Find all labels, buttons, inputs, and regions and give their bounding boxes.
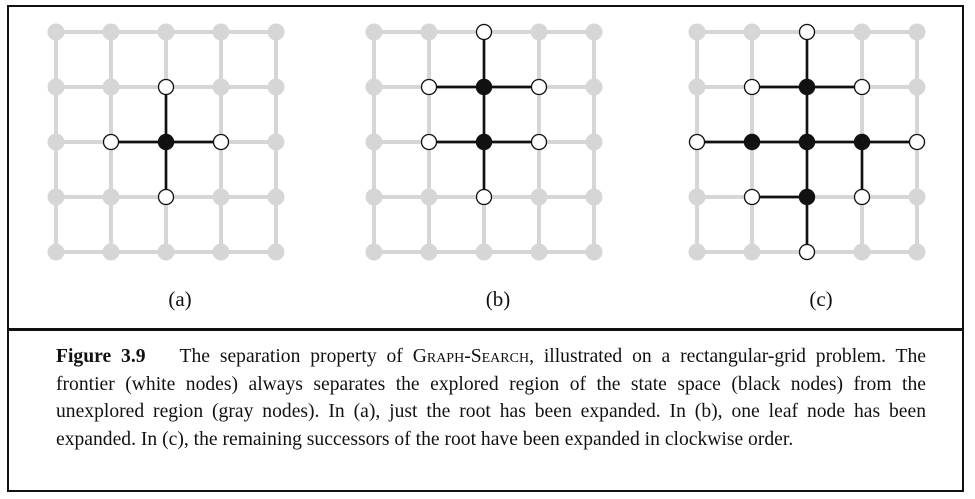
frontier-node xyxy=(853,188,871,206)
caption-divider xyxy=(9,328,962,331)
unexplored-node xyxy=(267,133,285,151)
frontier-node xyxy=(743,188,761,206)
unexplored-node xyxy=(365,78,383,96)
unexplored-node xyxy=(908,188,926,206)
unexplored-node xyxy=(853,243,871,261)
unexplored-node xyxy=(420,188,438,206)
frontier-node xyxy=(908,133,926,151)
unexplored-node xyxy=(475,243,493,261)
frontier-node xyxy=(798,23,816,41)
frontier-node xyxy=(530,78,548,96)
unexplored-node xyxy=(530,188,548,206)
panel-label-c: (c) xyxy=(809,287,833,311)
unexplored-node xyxy=(688,78,706,96)
frontier-node xyxy=(157,78,175,96)
unexplored-node xyxy=(267,23,285,41)
unexplored-node xyxy=(585,78,603,96)
unexplored-node xyxy=(585,243,603,261)
explored-node xyxy=(475,133,493,151)
frontier-node xyxy=(212,133,230,151)
unexplored-node xyxy=(47,243,65,261)
unexplored-node xyxy=(365,243,383,261)
frontier-node xyxy=(853,78,871,96)
unexplored-node xyxy=(365,23,383,41)
unexplored-node xyxy=(585,133,603,151)
figure-frame: (a) (b) (c) Figure 3.9 The separation pro… xyxy=(7,5,964,492)
unexplored-node xyxy=(365,188,383,206)
caption-text-after: , illustrated on a rectangular-grid prob… xyxy=(56,346,926,450)
unexplored-node xyxy=(585,23,603,41)
unexplored-node xyxy=(688,23,706,41)
unexplored-node xyxy=(530,23,548,41)
unexplored-node xyxy=(908,23,926,41)
unexplored-node xyxy=(102,243,120,261)
unexplored-node xyxy=(267,78,285,96)
explored-node xyxy=(853,133,871,151)
explored-node xyxy=(798,78,816,96)
unexplored-node xyxy=(47,133,65,151)
frontier-node xyxy=(420,133,438,151)
unexplored-node xyxy=(688,243,706,261)
unexplored-node xyxy=(157,23,175,41)
unexplored-node xyxy=(102,78,120,96)
panel-label-a: (a) xyxy=(168,287,192,311)
unexplored-node xyxy=(420,243,438,261)
frontier-node xyxy=(743,78,761,96)
unexplored-node xyxy=(212,78,230,96)
unexplored-node xyxy=(157,243,175,261)
caption-text-before: The separation property of xyxy=(179,346,413,367)
frontier-node xyxy=(475,188,493,206)
frontier-node xyxy=(530,133,548,151)
explored-node xyxy=(798,188,816,206)
explored-node xyxy=(798,133,816,151)
grid-panel-c xyxy=(688,23,926,261)
figure-caption: Figure 3.9 The separation property of Gra… xyxy=(56,343,926,453)
explored-node xyxy=(743,133,761,151)
explored-node xyxy=(475,78,493,96)
unexplored-node xyxy=(365,133,383,151)
unexplored-node xyxy=(212,188,230,206)
unexplored-node xyxy=(102,188,120,206)
unexplored-node xyxy=(853,23,871,41)
figure-number: Figure 3.9 xyxy=(56,346,146,367)
unexplored-node xyxy=(908,78,926,96)
unexplored-node xyxy=(47,78,65,96)
unexplored-node xyxy=(743,243,761,261)
frontier-node xyxy=(798,243,816,261)
unexplored-node xyxy=(420,23,438,41)
unexplored-node xyxy=(47,23,65,41)
grid-panel-a xyxy=(47,23,285,261)
frontier-node xyxy=(102,133,120,151)
figure-panels: (a) (b) (c) xyxy=(9,7,962,329)
unexplored-node xyxy=(743,23,761,41)
unexplored-node xyxy=(585,188,603,206)
frontier-node xyxy=(475,23,493,41)
frontier-node xyxy=(157,188,175,206)
unexplored-node xyxy=(688,188,706,206)
panel-label-b: (b) xyxy=(485,287,511,311)
unexplored-node xyxy=(212,23,230,41)
frontier-node xyxy=(688,133,706,151)
unexplored-node xyxy=(267,243,285,261)
unexplored-node xyxy=(267,188,285,206)
unexplored-node xyxy=(102,23,120,41)
grid-panel-b xyxy=(365,23,603,261)
frontier-node xyxy=(420,78,438,96)
unexplored-node xyxy=(47,188,65,206)
explored-node xyxy=(157,133,175,151)
algorithm-name: Graph-Search xyxy=(412,346,530,367)
unexplored-node xyxy=(908,243,926,261)
unexplored-node xyxy=(530,243,548,261)
unexplored-node xyxy=(212,243,230,261)
